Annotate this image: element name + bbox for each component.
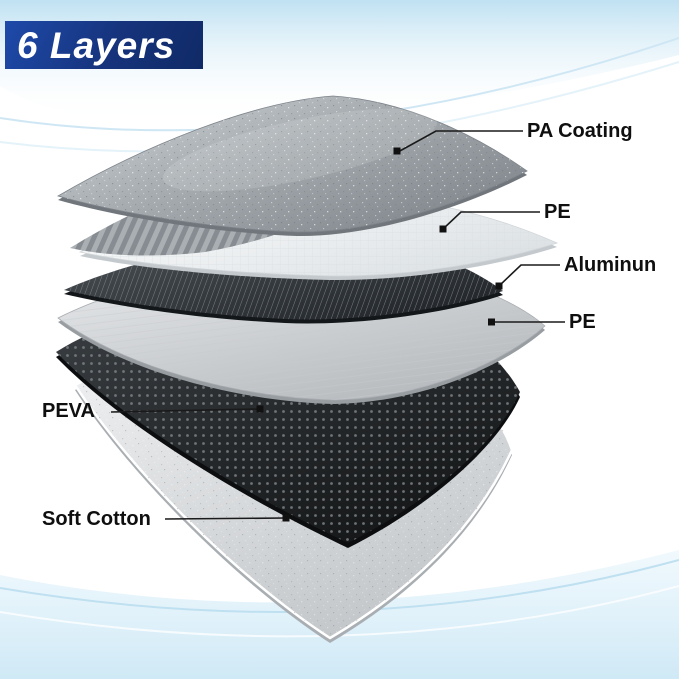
pa-coating-sheen [162,108,438,192]
label-aluminum: Aluminun [564,254,657,276]
layer-stack [56,95,559,643]
marker-peva [256,405,264,413]
page-title: 6 Layers [17,24,176,66]
label-soft-cotton: Soft Cotton [42,508,151,530]
marker-aluminum [495,282,503,290]
marker-pa-coating [393,147,401,155]
label-pa-coating: PA Coating [527,120,633,142]
leader-lines [110,130,565,520]
pa-coating-texture [58,96,527,233]
leader-pe-top [442,211,540,230]
leader-pa-coating [397,130,523,153]
leader-aluminum [498,264,560,287]
marker-pe-top [439,225,447,233]
label-pe-top: PE [544,201,571,223]
marker-pe-bottom [488,318,495,326]
leader-peva [110,408,261,413]
label-pe-bottom: PE [569,311,596,333]
leader-soft-cotton [164,517,287,520]
bottom-wave-line-3 [0,585,679,638]
marker-soft-cotton [282,514,290,522]
title-banner: 6 Layers [5,21,203,69]
leader-markers [256,147,503,522]
label-peva: PEVA [42,400,95,422]
